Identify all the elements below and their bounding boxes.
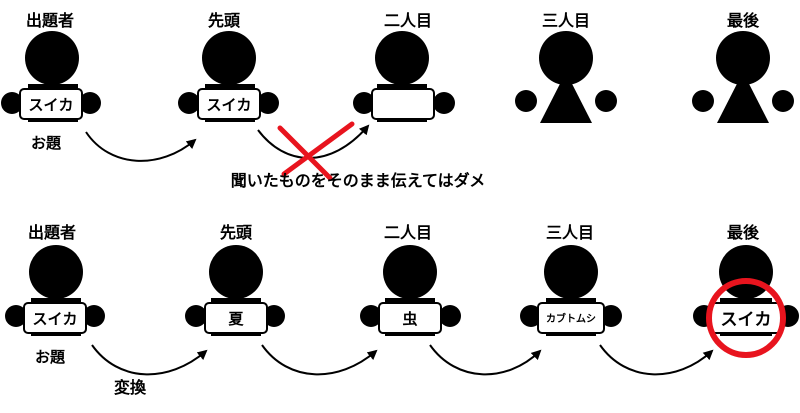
person-body <box>717 72 769 123</box>
answer-board-text: スイカ <box>721 310 772 330</box>
answer-board <box>19 88 83 120</box>
answer-board-text: カブトムシ <box>546 312 596 325</box>
answer-board <box>378 302 442 334</box>
person-head <box>29 245 83 299</box>
cross-mark <box>277 121 355 181</box>
person-hand-right <box>772 90 794 112</box>
rule-note: 聞いたものをそのまま伝えてはダメ <box>231 171 485 190</box>
label-third: 三人目 <box>542 11 590 30</box>
person-third: カブトムシ <box>520 245 622 336</box>
answer-board-text: 夏 <box>227 310 244 328</box>
person-hand-right <box>79 92 101 114</box>
label-second: 二人目 <box>384 223 432 242</box>
person-hand-left <box>515 90 537 112</box>
person-first: 夏 <box>185 245 285 336</box>
arrow-questioner-to-first <box>91 344 208 376</box>
person-head <box>716 31 770 85</box>
label-questioner: 出題者 <box>28 223 76 242</box>
arrow-third-to-last <box>599 344 714 376</box>
row-1-wrong-example: 出題者 先頭 二人目 三人目 最後 スイカ スイカ <box>1 11 794 190</box>
person-head <box>544 245 598 299</box>
answer-board-text: スイカ <box>206 96 251 114</box>
person-head <box>25 31 79 85</box>
arrow-first-to-second <box>261 344 378 376</box>
person-hand-right <box>600 305 622 327</box>
person-head <box>383 245 437 299</box>
person-hand-left <box>185 305 207 327</box>
label-last: 最後 <box>727 11 760 30</box>
correct-circle <box>706 278 786 358</box>
person-hand-left <box>353 92 375 114</box>
person-hand-right <box>439 305 461 327</box>
answer-board <box>371 88 435 120</box>
person-head <box>719 245 773 299</box>
answer-board <box>204 302 268 334</box>
person-head <box>209 245 263 299</box>
answer-board <box>537 302 605 334</box>
person-first: スイカ <box>178 31 279 122</box>
answer-board-text: 虫 <box>402 310 417 328</box>
person-hand-right <box>263 305 285 327</box>
person-hand-right <box>257 92 279 114</box>
person-second: 虫 <box>360 245 461 336</box>
person-hand-left <box>360 305 382 327</box>
answer-board <box>197 88 261 120</box>
row-2-correct-example: 出題者 先頭 二人目 三人目 最後 スイカ 夏 <box>5 223 799 397</box>
person-last: スイカ <box>693 245 799 358</box>
person-last <box>692 31 794 123</box>
person-hand-left <box>5 305 27 327</box>
person-questioner: スイカ <box>5 245 105 336</box>
person-hand-left <box>1 92 23 114</box>
person-hand-left <box>692 90 714 112</box>
label-first: 先頭 <box>208 11 241 30</box>
label-questioner: 出題者 <box>26 11 74 30</box>
answer-board-text: スイカ <box>28 96 73 114</box>
person-body <box>540 72 592 123</box>
arrow-questioner-to-first <box>85 131 197 162</box>
person-hand-left <box>520 305 542 327</box>
person-hand-right <box>83 305 105 327</box>
odai-label: お題 <box>31 134 62 152</box>
label-second: 二人目 <box>384 11 432 30</box>
person-head <box>539 31 593 85</box>
person-questioner: スイカ <box>1 31 101 122</box>
answer-board-text: スイカ <box>32 310 77 328</box>
person-second <box>353 31 455 122</box>
arrow-second-to-third <box>429 344 542 376</box>
person-hand-right <box>595 90 617 112</box>
odai-label: お題 <box>35 348 66 366</box>
person-head <box>375 31 429 85</box>
henkan-label: 変換 <box>114 378 147 397</box>
person-head <box>202 31 256 85</box>
label-last: 最後 <box>727 223 760 242</box>
person-hand-left <box>178 92 200 114</box>
person-hand-right <box>433 92 455 114</box>
label-first: 先頭 <box>220 223 253 242</box>
person-third <box>515 31 617 123</box>
label-third: 三人目 <box>546 223 594 242</box>
answer-board <box>23 302 87 334</box>
